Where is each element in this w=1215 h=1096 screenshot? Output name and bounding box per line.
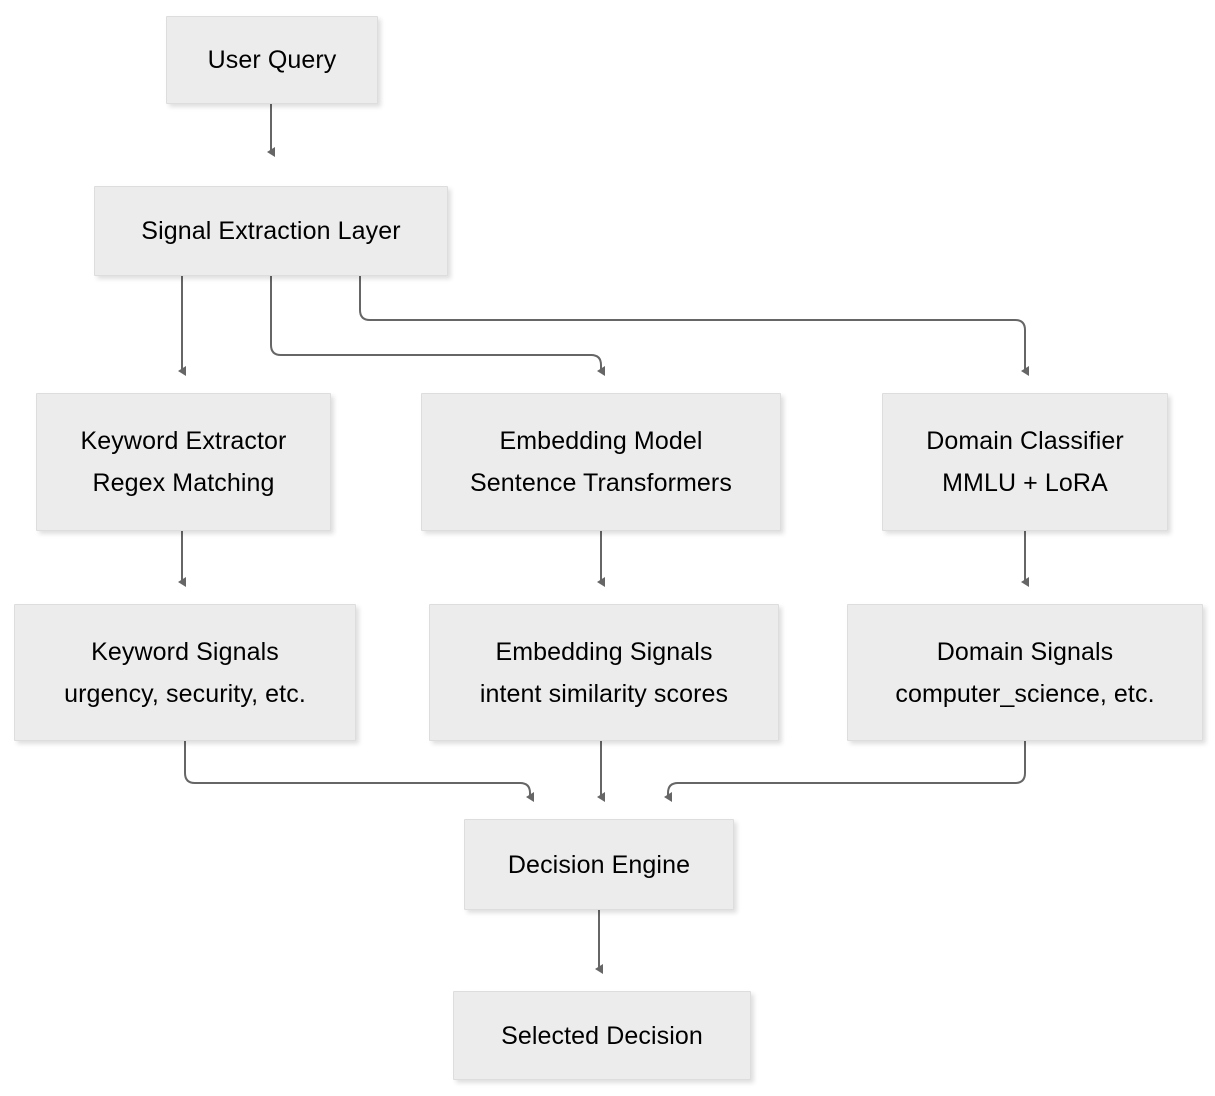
node-user-query[interactable]: User Query: [166, 16, 378, 104]
node-label: Keyword Signals: [91, 637, 279, 666]
node-label: Embedding Signals: [495, 637, 713, 666]
node-embedding-model[interactable]: Embedding Model Sentence Transformers: [421, 393, 781, 531]
node-label: Keyword Extractor: [80, 427, 287, 455]
node-label: Domain Signals: [936, 637, 1114, 666]
node-domain-classifier[interactable]: Domain Classifier MMLU + LoRA: [882, 393, 1168, 531]
node-selected-decision[interactable]: Selected Decision: [453, 991, 751, 1080]
edge-signal-extraction-to-domain-classifier: [359, 276, 1029, 376]
node-label: Domain Classifier: [926, 427, 1124, 455]
edge-domain-signals-to-decision-engine: [664, 741, 1026, 802]
node-sublabel: Sentence Transformers: [470, 469, 732, 497]
node-embedding-signals[interactable]: Embedding Signals intent similarity scor…: [429, 604, 779, 741]
node-sublabel: Regex Matching: [92, 469, 275, 497]
node-sublabel: intent similarity scores: [479, 679, 729, 708]
node-domain-signals[interactable]: Domain Signals computer_science, etc.: [847, 604, 1203, 741]
edge-signal-extraction-to-embedding-model: [270, 276, 605, 376]
node-decision-engine[interactable]: Decision Engine: [464, 819, 734, 910]
node-sublabel: computer_science, etc.: [895, 679, 1155, 708]
node-keyword-extractor[interactable]: Keyword Extractor Regex Matching: [36, 393, 331, 531]
node-label: User Query: [207, 46, 337, 74]
node-label: Selected Decision: [501, 1021, 703, 1050]
edge-keyword-signals-to-decision-engine: [184, 741, 534, 802]
node-keyword-signals[interactable]: Keyword Signals urgency, security, etc.: [14, 604, 356, 741]
node-label: Decision Engine: [507, 850, 691, 879]
node-sublabel: MMLU + LoRA: [942, 469, 1108, 497]
node-signal-extraction-layer[interactable]: Signal Extraction Layer: [94, 186, 448, 276]
node-sublabel: urgency, security, etc.: [64, 679, 306, 708]
node-label: Embedding Model: [499, 427, 703, 455]
node-label: Signal Extraction Layer: [141, 217, 401, 245]
